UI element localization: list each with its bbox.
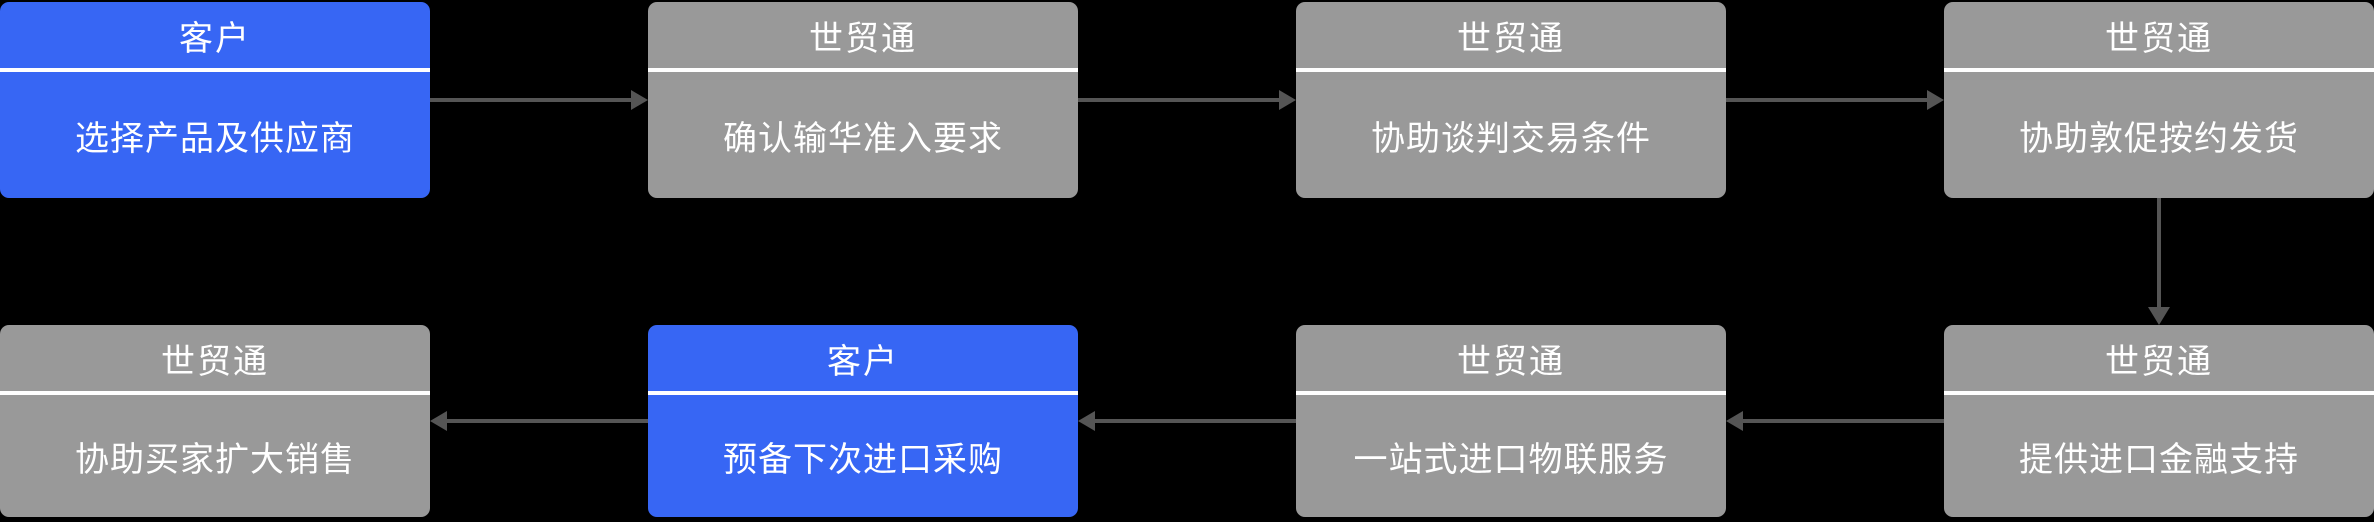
box-header-label: 世贸通 bbox=[0, 325, 430, 395]
arrow-line bbox=[1726, 98, 1929, 102]
flow-box-step6-one-stop-logistics: 世贸通 一站式进口物联服务 bbox=[1296, 325, 1726, 517]
box-header-label: 客户 bbox=[0, 2, 430, 72]
box-header-label: 世贸通 bbox=[648, 2, 1078, 72]
flow-box-step7-prepare-next-purchase: 客户 预备下次进口采购 bbox=[648, 325, 1078, 517]
box-header-label: 世贸通 bbox=[1296, 2, 1726, 72]
box-body-label: 选择产品及供应商 bbox=[75, 119, 355, 158]
arrow-line bbox=[1741, 419, 1944, 423]
arrow-line bbox=[445, 419, 648, 423]
box-header-label: 世贸通 bbox=[1944, 325, 2374, 395]
arrow-line bbox=[1093, 419, 1296, 423]
flow-box-step4-urge-shipment: 世贸通 协助敦促按约发货 bbox=[1944, 2, 2374, 198]
box-header-label: 客户 bbox=[648, 325, 1078, 395]
box-header-label: 世贸通 bbox=[1296, 325, 1726, 395]
box-header-label: 世贸通 bbox=[1944, 2, 2374, 72]
arrow-line bbox=[430, 98, 633, 102]
flow-box-step5-import-finance-support: 世贸通 提供进口金融支持 bbox=[1944, 325, 2374, 517]
box-body-label: 协助敦促按约发货 bbox=[2019, 119, 2299, 158]
box-body-label: 一站式进口物联服务 bbox=[1353, 440, 1669, 479]
arrow-line bbox=[2157, 198, 2161, 310]
box-body-label: 协助买家扩大销售 bbox=[75, 440, 355, 479]
arrow-head-left-icon bbox=[430, 411, 447, 431]
arrow-head-down-icon bbox=[2148, 307, 2170, 325]
arrow-head-left-icon bbox=[1078, 411, 1095, 431]
arrow-head-right-icon bbox=[1927, 90, 1944, 110]
flow-box-step2-confirm-access-requirements: 世贸通 确认输华准入要求 bbox=[648, 2, 1078, 198]
arrow-head-right-icon bbox=[1279, 90, 1296, 110]
box-body-label: 提供进口金融支持 bbox=[2019, 440, 2299, 479]
arrow-head-right-icon bbox=[631, 90, 648, 110]
flow-box-step1-customer-select-product: 客户 选择产品及供应商 bbox=[0, 2, 430, 198]
arrow-line bbox=[1078, 98, 1281, 102]
flow-box-step8-expand-sales: 世贸通 协助买家扩大销售 bbox=[0, 325, 430, 517]
arrow-head-left-icon bbox=[1726, 411, 1743, 431]
box-body-label: 协助谈判交易条件 bbox=[1371, 119, 1651, 158]
flow-box-step3-assist-negotiation: 世贸通 协助谈判交易条件 bbox=[1296, 2, 1726, 198]
box-body-label: 预备下次进口采购 bbox=[723, 440, 1003, 479]
box-body-label: 确认输华准入要求 bbox=[723, 119, 1003, 158]
